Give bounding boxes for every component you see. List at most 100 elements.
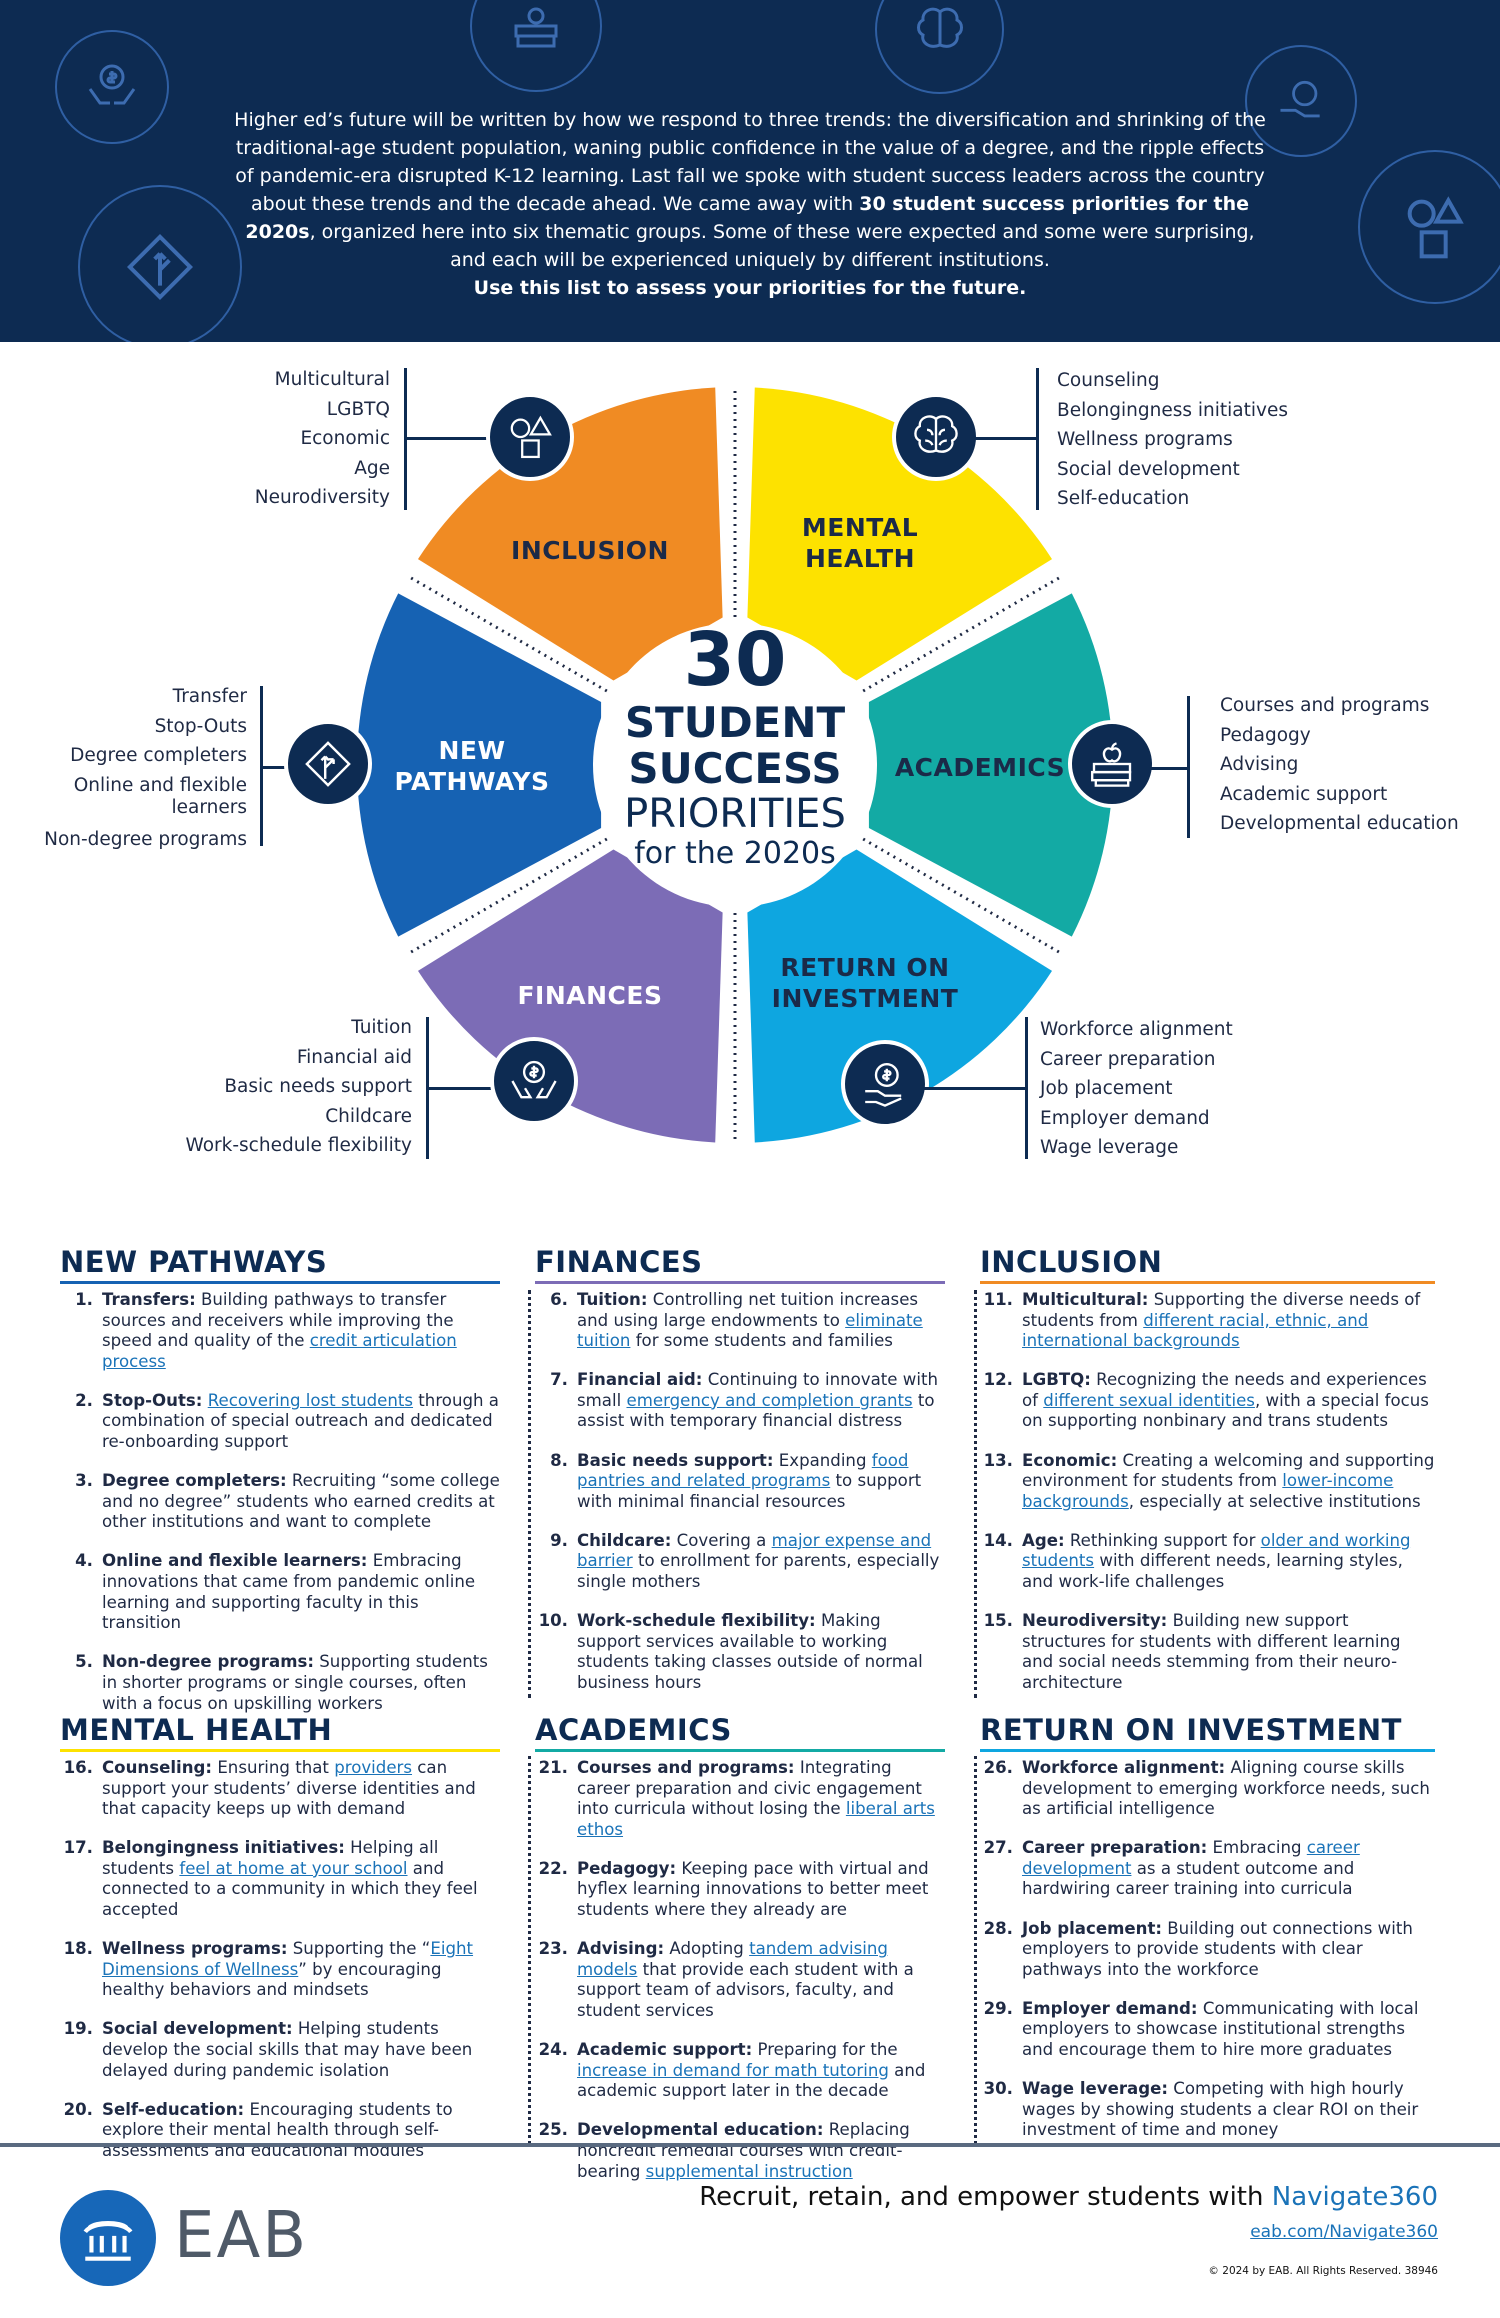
priority-link[interactable]: older and working students [1022,1530,1411,1571]
priority-link[interactable]: eliminate tuition [577,1310,923,1351]
priority-item: 11.Multicultural: Supporting the diverse… [980,1290,1435,1352]
center-line-1: STUDENT [624,698,846,747]
callout-item: Tuition [351,1017,412,1038]
priority-item: 5.Non-degree programs: Supporting studen… [60,1652,500,1714]
priority-link[interactable]: tandem advising models [577,1939,888,1979]
column-separator [528,1756,531,2144]
priority-text: Building new support structures for stud… [1022,1611,1401,1692]
intro-text: Higher ed’s future will be written by ho… [230,106,1270,302]
priority-link[interactable]: feel at home at your school [179,1858,408,1878]
priority-title: Workforce alignment: [1022,1758,1226,1777]
priority-link[interactable]: liberal arts ethos [577,1799,935,1839]
priority-title: Financial aid: [577,1370,703,1390]
callout-item: learners [171,796,248,818]
priority-link[interactable]: major expense and barrier [577,1530,932,1571]
callout-item: Employer demand [1040,1107,1210,1129]
center-number: 30 [683,617,787,703]
priority-title: Advising: [577,1939,665,1959]
callout-bracket [1187,696,1190,838]
priority-text: that provide each student with a support… [577,1959,914,2020]
priority-title: Belongingness initiatives: [102,1838,345,1858]
priority-title: Courses and programs: [577,1758,795,1777]
shapes-deco-icon [1358,150,1500,304]
section-title: MENTAL HEALTH [60,1713,333,1747]
priority-title: Childcare: [577,1530,672,1550]
priority-text: Making support services available to wor… [577,1611,923,1692]
eab-wordmark: EAB [174,2199,309,2273]
section-underline [535,1281,945,1284]
priority-link[interactable]: providers [334,1758,413,1777]
priority-title: Employer demand: [1022,1998,1198,2018]
center-line-2: SUCCESS [628,744,842,793]
priority-text: Supporting the “ [287,1939,431,1959]
priority-text: Building out connections with employers … [1022,1918,1413,1979]
intro-part-1: Higher ed’s future will be written by ho… [234,109,1266,215]
priority-text: , especially at selective institutions [1128,1491,1421,1511]
priority-link[interactable]: Eight Dimensions of Wellness [102,1939,474,1979]
priority-number: 10. [538,1611,568,1631]
priority-item: 26.Workforce alignment: Aligning course … [980,1758,1435,1820]
priority-link[interactable]: different racial, ethnic, and internatio… [1022,1310,1369,1351]
priority-item: 13. Economic: Creating a welcoming and su… [980,1451,1435,1513]
priority-number: 12. [983,1370,1013,1390]
hands-coin-deco-icon [55,30,169,144]
navigate360-link[interactable]: eab.com/Navigate360 [1250,2222,1438,2242]
center-line-4: for the 2020s [634,836,836,871]
priority-item: 9.Childcare: Covering a major expense an… [535,1531,945,1593]
priority-text: can support your students’ diverse ident… [102,1758,476,1819]
callout-item: Developmental education [1220,813,1459,834]
priority-title: Transfers: [102,1290,196,1309]
callout-item: Stop-Outs [154,715,247,737]
priority-title: Career preparation: [1022,1838,1208,1858]
priority-link[interactable]: different sexual identities [1043,1390,1255,1410]
shapes-icon [486,393,574,481]
priority-link[interactable]: lower-income backgrounds [1022,1471,1394,1511]
priority-item: 15.Neurodiversity: Building new support … [980,1611,1435,1693]
priority-link[interactable]: credit articulation process [102,1331,457,1371]
callout-item: Online and flexible [73,774,247,796]
priority-title: Economic: [1022,1450,1118,1470]
priority-title: Self-education: [102,2099,245,2119]
priority-item: 22.Pedagogy: Keeping pace with virtual a… [535,1859,945,1921]
priority-number: 13. [983,1450,1013,1470]
callout-bracket [1025,1017,1028,1159]
callout-item: Wellness programs [1057,429,1233,450]
priority-number: 17. [63,1838,93,1858]
priority-title: Tuition: [577,1290,648,1309]
callout-item: Belongingness initiatives [1057,399,1288,421]
priority-number: 22. [538,1858,568,1878]
priority-text: Ensuring that [212,1758,335,1777]
callout-connector [404,437,492,440]
priority-number: 23. [538,1939,568,1959]
wheel-segment-inclusion [417,387,723,681]
priority-link[interactable]: supplemental instruction [645,2161,853,2181]
priority-title: Neurodiversity: [1022,1611,1168,1631]
priority-item: 2.Stop-Outs: Recovering lost students th… [60,1391,500,1453]
copyright: © 2024 by EAB. All Rights Reserved. 3894… [1208,2265,1438,2277]
priority-title: Degree completers: [102,1471,287,1491]
priority-link[interactable]: Recovering lost students [207,1390,414,1410]
brain-icon [892,393,980,481]
priority-text: and academic support later in the decade [577,2060,926,2101]
priority-text: Controlling net tuition increases and us… [577,1290,919,1330]
priority-text: Creating a welcoming and supporting envi… [1022,1450,1435,1491]
road-sign-deco-icon [78,185,242,342]
priority-number: 27. [983,1838,1013,1858]
priority-link[interactable]: emergency and completion grants [626,1390,913,1410]
callout-connector [1150,767,1190,770]
priority-title: Pedagogy: [577,1858,677,1878]
priority-text: , with a special focus on supporting non… [1022,1390,1429,1431]
callout-item: Age [354,457,390,479]
priority-text: Aligning course skills development to em… [1022,1758,1430,1819]
priority-link[interactable]: increase in demand for math tutoring [577,2060,889,2080]
priority-item: 4.Online and flexible learners: Embracin… [60,1551,500,1633]
priority-link[interactable]: food pantries and related programs [577,1450,909,1491]
priorities-wheel [357,387,1113,1143]
priority-link[interactable]: career development [1022,1838,1360,1878]
hand-coin-icon [841,1040,929,1128]
callout-item: Counseling [1057,370,1160,391]
priority-title: Social development: [102,2019,293,2039]
callout-item: Work-schedule flexibility [185,1135,412,1156]
